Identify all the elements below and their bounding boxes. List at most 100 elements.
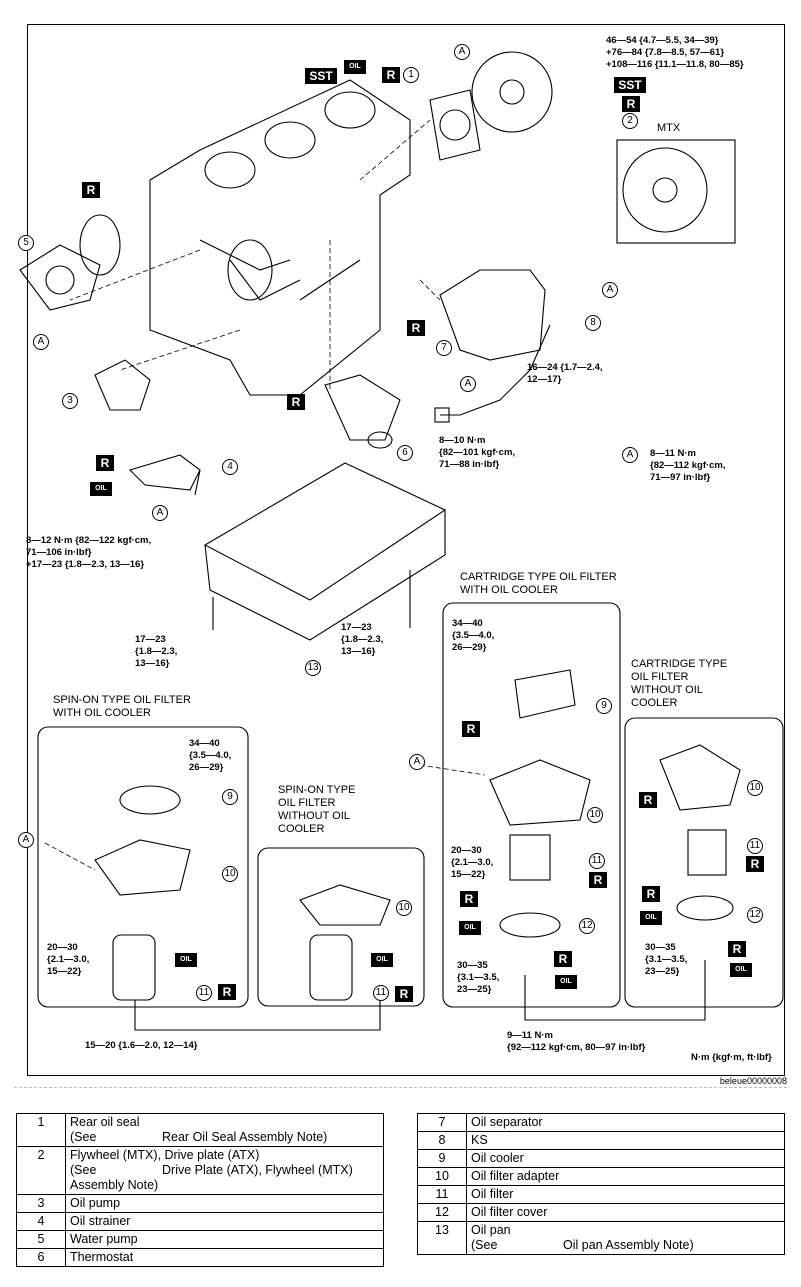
r-badge: R bbox=[622, 96, 640, 112]
oil-strainer-body bbox=[128, 454, 201, 496]
link[interactable]: Drive Plate (ATX), Flywheel (MTX) bbox=[162, 1163, 353, 1177]
oil-filter-cart bbox=[509, 834, 551, 881]
cart-no-cooler-box bbox=[624, 717, 784, 1008]
callout-13: 13 bbox=[305, 660, 321, 676]
torque-cover-cart: 30—35 {3.1—3.5, 23—25} bbox=[457, 960, 500, 995]
oil-separator-body bbox=[439, 269, 546, 361]
marker-a: A bbox=[409, 754, 425, 770]
section-title-cart-cooler: CARTRIDGE TYPE OIL FILTER WITH OIL COOLE… bbox=[460, 571, 617, 596]
marker-a: A bbox=[454, 44, 470, 60]
callout-12d: 12 bbox=[747, 907, 763, 923]
callout-10b: 10 bbox=[396, 900, 412, 916]
cart-cooler-box bbox=[442, 602, 621, 1008]
sst-badge: SST bbox=[614, 77, 646, 93]
r-badge: R bbox=[395, 986, 413, 1002]
torque-cooler-cart: 34—40 {3.5—4.0, 26—29} bbox=[452, 618, 495, 653]
callout-9c: 9 bbox=[596, 698, 612, 714]
torque-filter-spin: 15—20 {1.6—2.0, 12—14} bbox=[85, 1040, 198, 1051]
callout-4: 4 bbox=[222, 459, 238, 475]
diagram-frame bbox=[27, 24, 785, 1076]
callout-3: 3 bbox=[62, 393, 78, 409]
callout-11b: 11 bbox=[373, 985, 389, 1001]
marker-a: A bbox=[152, 505, 168, 521]
callout-2: 2 bbox=[622, 113, 638, 129]
r-badge: R bbox=[462, 721, 480, 737]
drive-plate bbox=[471, 51, 553, 133]
callout-11d: 11 bbox=[747, 838, 763, 854]
cylinder-bore bbox=[324, 91, 376, 129]
oil-cooler-spin bbox=[119, 785, 181, 815]
r-badge: R bbox=[728, 941, 746, 957]
callout-11c: 11 bbox=[589, 853, 605, 869]
callout-10d: 10 bbox=[747, 780, 763, 796]
torque-cover-cart2: 30—35 {3.1—3.5, 23—25} bbox=[645, 942, 688, 977]
torque-drain: 9—11 N·m {92—112 kgf·cm, 80—97 in·lbf} bbox=[507, 1030, 646, 1053]
torque-oilpan-left: 17—23 {1.8—2.3, 13—16} bbox=[135, 634, 178, 669]
r-badge: R bbox=[96, 455, 114, 471]
water-pump-gasket bbox=[79, 214, 121, 276]
r-badge: R bbox=[554, 951, 572, 967]
oil-can-icon: OIL bbox=[555, 975, 577, 989]
doc-id: beleue00000008 bbox=[719, 1076, 787, 1086]
r-badge: R bbox=[460, 891, 478, 907]
section-title-mtx: MTX bbox=[657, 122, 681, 134]
r-badge: R bbox=[407, 320, 425, 336]
oil-can-icon: OIL bbox=[730, 963, 752, 977]
r-badge: R bbox=[382, 67, 400, 83]
r-badge: R bbox=[589, 872, 607, 888]
callout-7: 7 bbox=[436, 340, 452, 356]
callout-11a: 11 bbox=[196, 985, 212, 1001]
r-badge: R bbox=[82, 182, 100, 198]
callout-12c: 12 bbox=[579, 918, 595, 934]
r-badge: R bbox=[639, 792, 657, 808]
sst-badge: SST bbox=[305, 68, 337, 84]
oil-can-icon: OIL bbox=[371, 953, 393, 967]
marker-a: A bbox=[602, 282, 618, 298]
oil-filter-spin bbox=[112, 934, 156, 1001]
callout-6: 6 bbox=[397, 445, 413, 461]
rear-oil-seal bbox=[429, 89, 481, 161]
callout-9a: 9 bbox=[222, 789, 238, 805]
link[interactable]: Oil pan Assembly Note) bbox=[563, 1238, 694, 1252]
spin-no-cooler-box bbox=[257, 847, 425, 1007]
r-badge: R bbox=[746, 856, 764, 872]
r-badge: R bbox=[218, 984, 236, 1000]
torque-flywheel: 46—54 {4.7—5.5, 34—39} +76—84 {7.8—8.5, … bbox=[606, 35, 744, 70]
separator bbox=[14, 1087, 787, 1088]
r-badge: R bbox=[287, 394, 305, 410]
oil-can-icon: OIL bbox=[344, 60, 366, 74]
marker-a: A bbox=[460, 376, 476, 392]
callout-8: 8 bbox=[585, 315, 601, 331]
torque-adapter-cart: 20—30 {2.1—3.0, 15—22} bbox=[451, 845, 494, 880]
cylinder-bore bbox=[204, 151, 256, 189]
torque-cooler-spin: 34—40 {3.5—4.0, 26—29} bbox=[189, 738, 232, 773]
marker-a: A bbox=[18, 832, 34, 848]
section-title-spin-no-cooler: SPIN-ON TYPE OIL FILTER WITHOUT OIL COOL… bbox=[278, 784, 356, 835]
torque-ks: 16—24 {1.7—2.4, 12—17} bbox=[527, 362, 603, 385]
units-note: N·m {kgf·m, ft·lbf} bbox=[691, 1052, 772, 1063]
spin-cooler-box bbox=[37, 726, 249, 1008]
link[interactable]: Rear Oil Seal Assembly Note) bbox=[162, 1130, 328, 1144]
water-pump-body bbox=[19, 244, 101, 311]
marker-a: A bbox=[33, 334, 49, 350]
callout-5: 5 bbox=[18, 235, 34, 251]
exploded-diagram bbox=[19, 51, 784, 1031]
oil-can-icon: OIL bbox=[640, 911, 662, 925]
section-title-spin-cooler: SPIN-ON TYPE OIL FILTER WITH OIL COOLER bbox=[53, 694, 191, 719]
torque-thermostat: 8—10 N·m {82—101 kgf·cm, 71—88 in·lbf} bbox=[439, 435, 516, 470]
torque-strainer: 8—12 N·m {82—122 kgf·cm, 71—106 in·lbf} … bbox=[26, 535, 152, 570]
thermostat-body bbox=[324, 374, 401, 441]
